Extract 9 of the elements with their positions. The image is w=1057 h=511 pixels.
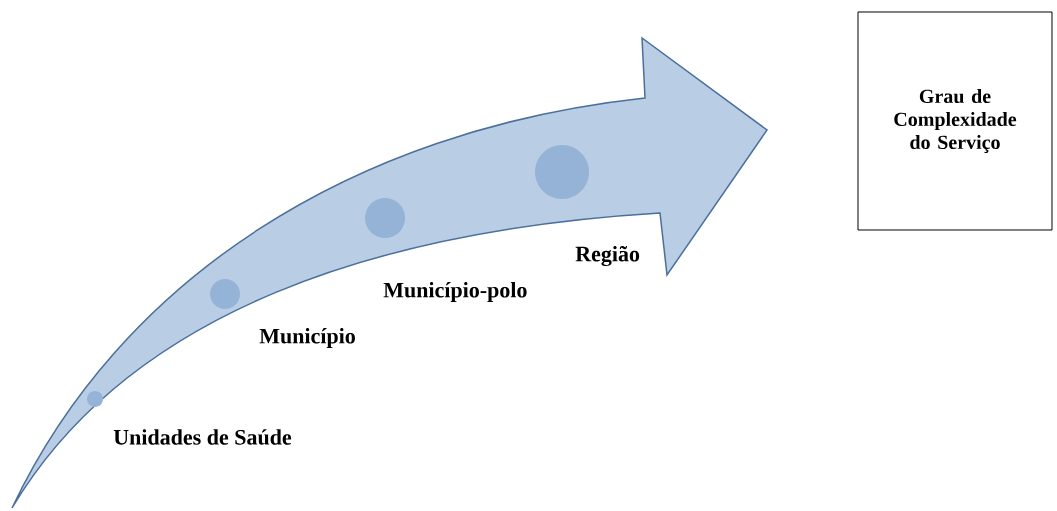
level-label: Região xyxy=(575,245,640,267)
text-box: Grau de Complexidade do Serviço xyxy=(857,11,1053,231)
level-label: Município xyxy=(259,328,355,348)
dot xyxy=(87,391,103,407)
level-label: Unidades de Saúde xyxy=(113,429,292,445)
level-label: Município-polo xyxy=(383,282,527,302)
dot xyxy=(210,279,240,309)
dot xyxy=(535,145,589,199)
dot xyxy=(365,198,405,238)
